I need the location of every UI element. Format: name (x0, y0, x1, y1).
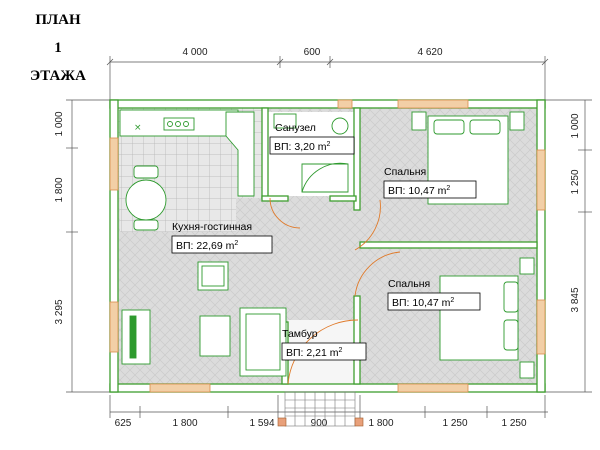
title-line-1: ПЛАН (35, 12, 81, 28)
vestibule-area-box (281, 342, 367, 361)
window-kitchen (109, 137, 119, 191)
wall-top (109, 99, 546, 109)
entrance-steps (277, 391, 364, 427)
sofa (239, 307, 287, 377)
chair-2 (133, 219, 159, 231)
bedroom-top-area: ВП: 10,47 m2 (388, 185, 450, 197)
bottom-dim-7: 1 250 (501, 418, 526, 429)
wall-bath-bottom-a (261, 195, 289, 202)
bedroom-bottom-door (354, 251, 401, 297)
window-bathroom (337, 99, 353, 109)
top-dim-2: 600 (304, 47, 321, 58)
bedroom-top-door (354, 199, 381, 251)
top-dim-3: 4 620 (417, 47, 442, 58)
bathroom-door (269, 197, 301, 229)
bottom-dim-2: 1 800 (172, 418, 197, 429)
title-line-3: ЭТАЖА (30, 68, 86, 84)
door-swings (269, 197, 401, 385)
entrance-door (287, 319, 359, 385)
kitchen-area-box (171, 235, 273, 254)
nightstand-4 (519, 361, 535, 379)
toilet (331, 117, 349, 135)
kitchen-name: Кухня-гостинная (172, 221, 252, 233)
wall-bath-left (261, 107, 269, 199)
kitchen-l-counter (225, 111, 255, 197)
bedroom-bottom-name: Спальня (388, 278, 430, 290)
bedroom-bottom-area-box (387, 292, 481, 311)
top-dimension-chain (106, 56, 549, 104)
right-dim-3: 3 845 (570, 287, 581, 312)
wall-bedroom-left (353, 295, 361, 385)
left-dim-2: 1 800 (54, 177, 65, 202)
sink (273, 113, 297, 129)
nightstand-2 (509, 111, 525, 131)
vestibule-area: ВП: 2,21 m2 (286, 347, 343, 359)
bottom-dim-4: 900 (311, 418, 328, 429)
bottom-dim-6: 1 250 (442, 418, 467, 429)
bottom-dim-1: 625 (115, 418, 132, 429)
window-bedroom-bottom (536, 299, 546, 355)
window-top (397, 99, 469, 109)
armchair (197, 261, 229, 291)
left-dim-3: 3 295 (54, 299, 65, 324)
window-bedroom-top (536, 149, 546, 211)
bathroom-area: ВП: 3,20 m2 (274, 141, 331, 153)
windows (109, 99, 546, 393)
nightstand-3 (519, 257, 535, 275)
wall-bath-bottom-b (329, 195, 357, 202)
top-dim-1: 4 000 (182, 47, 207, 58)
left-dimension-chain (66, 99, 110, 393)
svg-text:×: × (134, 123, 142, 133)
left-dim-1: 1 000 (54, 111, 65, 136)
window-bottom (397, 383, 469, 393)
walls (109, 99, 546, 393)
bathroom-name: Санузел (275, 122, 316, 134)
bottom-dimension-chain (109, 395, 548, 418)
bottom-dim-3: 1 594 (249, 418, 274, 429)
wall-left (109, 99, 119, 393)
bedroom-top-area-box (383, 180, 477, 199)
window-living (109, 301, 119, 353)
vestibule-name: Тамбур (282, 328, 318, 340)
wall-bedrooms (359, 241, 538, 249)
nightstand-1 (411, 111, 427, 131)
kitchen-area: ВП: 22,69 m2 (176, 240, 238, 252)
furniture: × (119, 109, 535, 379)
title-line-2: 1 (54, 40, 62, 56)
coffee-table (199, 315, 231, 357)
bedroom-top-name: Спальня (384, 166, 426, 178)
room-labels: Санузел ВП: 3,20 m2 Кухня-гостинная ВП: … (171, 122, 481, 361)
bottom-dim-5: 1 800 (368, 418, 393, 429)
bathroom-area-box (269, 136, 355, 155)
wall-bath-right (353, 107, 361, 211)
right-dim-1: 1 000 (570, 113, 581, 138)
right-dimension-chain (545, 99, 592, 393)
bedroom-bottom-area: ВП: 10,47 m2 (392, 297, 454, 309)
window-bottom-left (149, 383, 211, 393)
right-dim-2: 1 250 (570, 169, 581, 194)
dining-table (125, 179, 167, 221)
chair-1 (133, 165, 159, 179)
plan-title: ПЛАН 1 ЭТАЖА (30, 12, 86, 84)
